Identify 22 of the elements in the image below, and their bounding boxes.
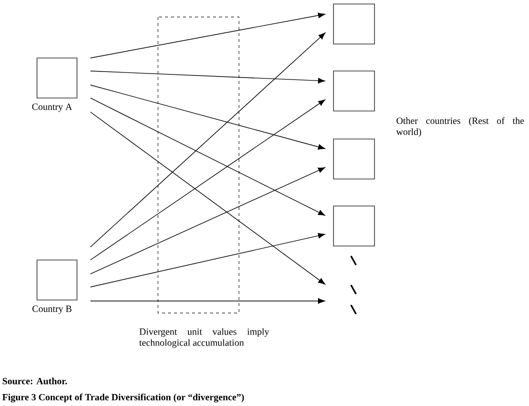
country-box: Country B [32,260,78,314]
figure-caption: Figure 3 Concept of Trade Diversification (or “divergence”) [2,394,244,402]
arrow [90,167,326,274]
arrow [90,32,326,248]
country-box: Country A [32,58,78,112]
arrow [90,98,326,216]
country-box [333,138,375,180]
country-box [333,4,375,44]
arrow [90,298,325,304]
country-box [333,70,375,112]
annotation: Divergent unit values imply technological accumulation [139,328,270,348]
arrow [90,12,326,58]
arrow [90,112,326,284]
arrow [90,70,326,84]
arrow [90,232,326,288]
arrow [90,99,326,260]
node-label: Country B [32,306,72,314]
country-box [333,206,375,246]
arrow [90,84,326,150]
region-label: Other countries (Rest of the world) [396,117,524,137]
node-label: Country A [32,104,72,112]
source-note: Source: Author. [2,378,67,384]
